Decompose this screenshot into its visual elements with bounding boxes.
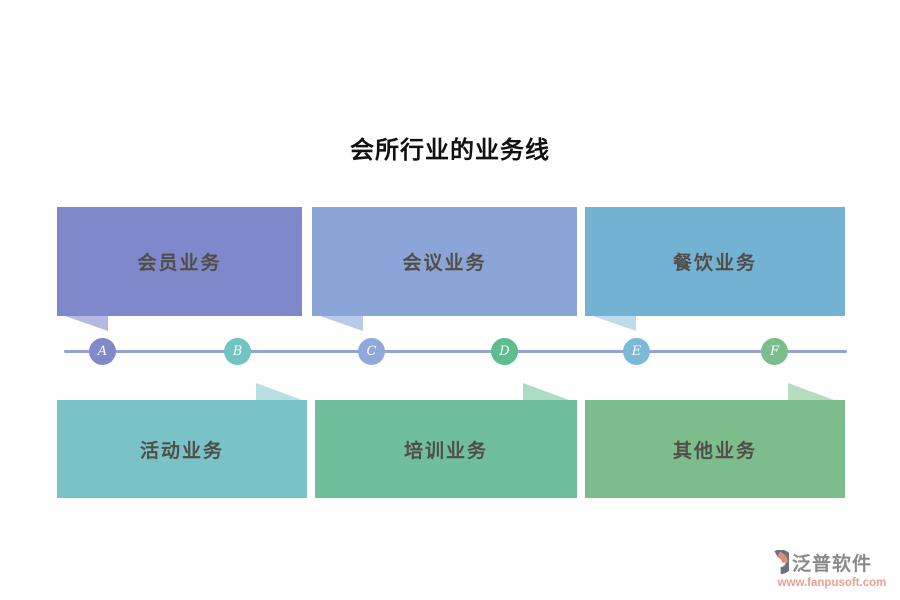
box-label: 餐饮业务 <box>672 253 757 274</box>
tail-up-icon <box>788 383 834 400</box>
timeline-node-b: B <box>224 338 251 365</box>
node-letter: C <box>366 344 377 359</box>
timeline-node-c: C <box>358 338 385 365</box>
tail-up-icon <box>523 383 569 400</box>
timeline-line <box>64 350 847 353</box>
timeline-node-a: A <box>89 338 116 365</box>
box-label: 培训业务 <box>403 440 488 462</box>
timeline-node-d: D <box>491 338 518 365</box>
diagram-title: 会所行业的业务线 <box>350 138 550 164</box>
tail-up-icon <box>256 383 302 400</box>
node-letter: A <box>97 344 108 359</box>
tail-down-icon <box>320 316 363 331</box>
box-label: 会员业务 <box>137 253 222 274</box>
top-box-member: 会员业务 <box>57 207 302 316</box>
node-letter: E <box>631 344 642 359</box>
top-box-meeting: 会议业务 <box>312 207 577 316</box>
node-letter: D <box>499 344 510 359</box>
box-label: 会议业务 <box>402 253 487 274</box>
bottom-box-other: 其他业务 <box>585 400 845 498</box>
logo-url: www.fanpusoft.com <box>777 577 887 589</box>
box-label: 活动业务 <box>139 440 224 462</box>
top-box-catering: 餐饮业务 <box>585 207 845 316</box>
logo-name: 泛普软件 <box>792 554 873 575</box>
tail-down-icon <box>65 316 108 331</box>
box-label: 其他业务 <box>672 440 757 462</box>
tail-down-icon <box>593 316 636 331</box>
timeline-node-f: F <box>761 338 788 365</box>
fanpu-logo: 泛普软件 www.fanpusoft.com <box>764 549 900 589</box>
timeline-node-e: E <box>623 338 650 365</box>
node-letter: F <box>769 344 780 359</box>
fanpu-logo-icon <box>774 549 789 574</box>
node-letter: B <box>232 344 243 359</box>
bottom-box-activity: 活动业务 <box>57 400 307 498</box>
bottom-box-training: 培训业务 <box>315 400 577 498</box>
